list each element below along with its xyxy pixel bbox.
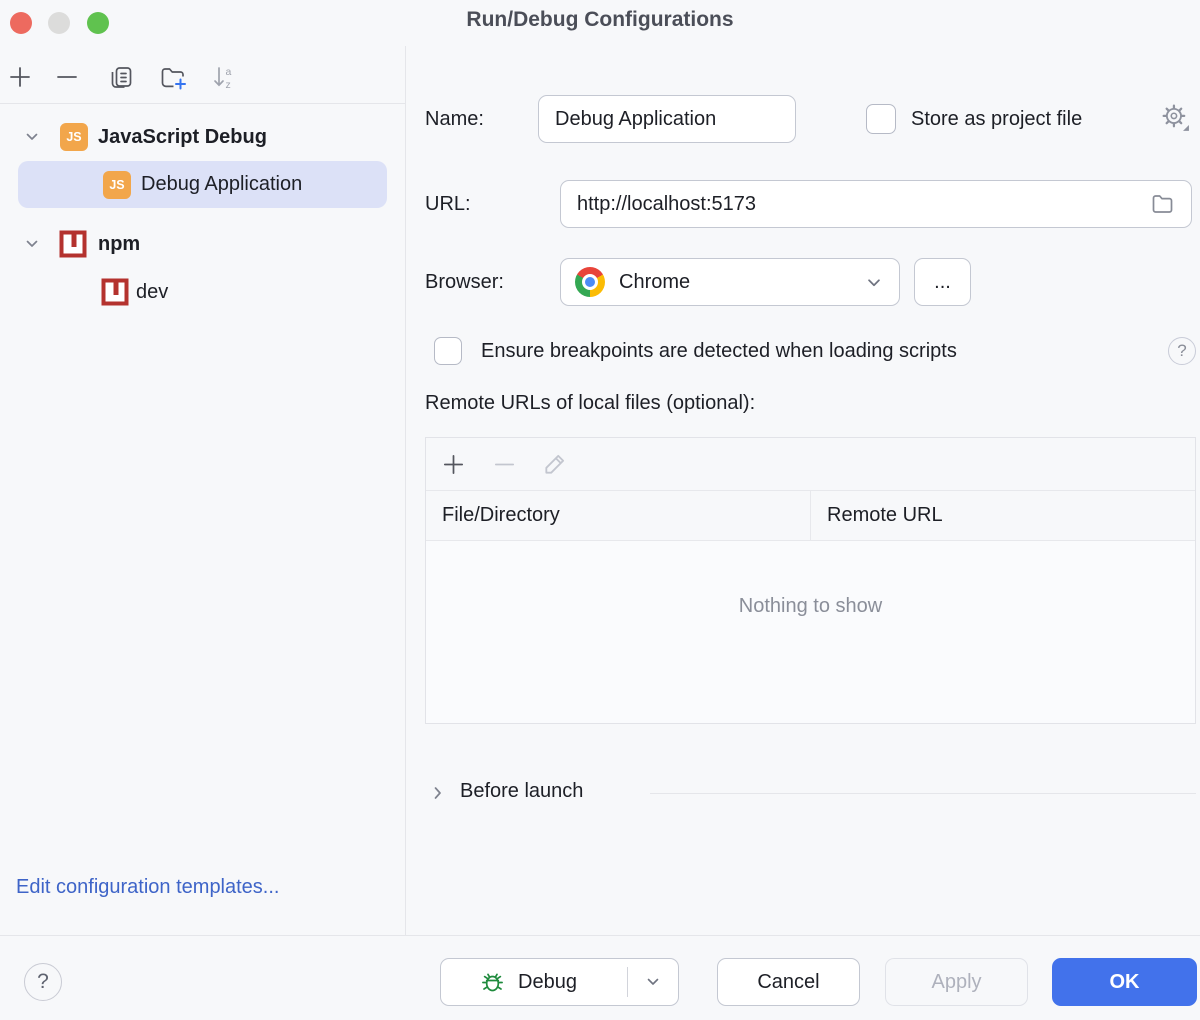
npm-icon [100,277,130,307]
url-field[interactable] [560,180,1192,228]
question-glyph: ? [1177,341,1187,360]
before-launch-divider [650,793,1196,794]
minus-icon [57,76,77,78]
browser-select[interactable]: Chrome [560,258,900,306]
breakpoints-checkbox[interactable] [434,337,462,365]
minus-icon [494,463,515,465]
before-launch-label: Before launch [460,780,584,802]
pencil-icon [545,454,565,474]
remote-urls-label: Remote URLs of local files (optional): [425,392,756,414]
browse-file-button[interactable] [1150,191,1175,216]
dialog-title: Run/Debug Configurations [466,8,734,31]
browser-select-value: Chrome [619,271,691,293]
browser-more-button[interactable]: ... [914,258,971,306]
javascript-icon: JS [103,170,131,199]
table-add-button[interactable] [440,451,467,478]
new-folder-button[interactable] [158,62,188,92]
tree-item-npm[interactable]: npm [0,220,405,268]
chevron-down-icon [647,978,659,985]
name-field[interactable] [538,95,796,143]
minimize-window-button[interactable] [48,12,70,34]
npm-icon [58,229,88,259]
cancel-button[interactable]: Cancel [717,958,860,1006]
edit-templates-link[interactable]: Edit configuration templates... [16,876,280,898]
tree-item-label: JavaScript Debug [98,125,267,148]
gear-icon [1162,104,1189,131]
remote-urls-table: File/Directory Remote URL Nothing to sho… [425,437,1196,724]
browser-label: Browser: [425,271,504,293]
footer-bar: ? Debug Cancel Apply OK [0,935,1200,1020]
table-empty-state: Nothing to show [738,595,883,617]
apply-button[interactable]: Apply [885,958,1028,1006]
tree-item-label: dev [136,280,169,303]
debug-button[interactable]: Debug [440,958,679,1006]
plus-icon [10,67,30,87]
tree-item-javascript-debug[interactable]: JS JavaScript Debug [0,113,405,161]
help-button[interactable]: ? [24,963,62,1001]
url-label: URL: [425,193,471,215]
column-header-file-directory: File/Directory [426,491,811,540]
tree-item-dev[interactable]: dev [0,268,405,316]
bug-icon [479,969,506,996]
question-glyph: ? [37,970,49,993]
sort-az-icon: a z [214,66,232,91]
column-header-remote-url: Remote URL [827,504,943,526]
debug-dropdown-chevron[interactable] [628,972,678,992]
table-toolbar [426,438,1195,491]
tree-item-label: Debug Application [141,173,303,195]
breakpoints-checkbox-label: Ensure breakpoints are detected when loa… [481,340,957,362]
panel-divider [405,46,406,935]
split-divider [627,967,628,997]
tree-item-debug-application[interactable]: JS Debug Application [18,161,387,208]
chevron-down-icon[interactable] [22,234,42,254]
name-label: Name: [425,108,484,130]
table-header-row: File/Directory Remote URL [426,491,1195,541]
ok-button[interactable]: OK [1052,958,1197,1006]
close-window-button[interactable] [10,12,32,34]
breakpoints-help-icon[interactable]: ? [1168,337,1196,365]
store-as-project-file-label: Store as project file [911,108,1083,130]
table-remove-button[interactable] [491,451,518,478]
folder-icon [1152,195,1173,213]
sidebar-toolbar-divider [0,103,406,104]
sort-configurations-button[interactable]: a z [210,63,238,91]
store-settings-gear-button[interactable] [1160,102,1190,132]
tree-item-label: npm [98,232,141,255]
chevron-down-icon[interactable] [22,127,42,147]
remove-configuration-button[interactable] [53,63,81,91]
plus-icon [443,454,464,474]
chevron-right-icon [434,787,441,799]
copy-configuration-button[interactable] [108,64,135,91]
new-folder-icon [161,68,186,90]
chevron-down-icon [863,272,885,294]
svg-text:a: a [226,66,232,78]
store-as-project-file-checkbox[interactable] [866,104,896,134]
copy-icon [111,67,132,88]
debug-button-label: Debug [518,970,577,993]
add-configuration-button[interactable] [6,63,34,91]
table-edit-button[interactable] [542,451,568,477]
before-launch-toggle[interactable] [428,783,448,803]
javascript-icon: JS [60,123,88,151]
chrome-icon [575,267,605,297]
svg-text:z: z [226,79,231,91]
maximize-window-button[interactable] [87,12,109,34]
